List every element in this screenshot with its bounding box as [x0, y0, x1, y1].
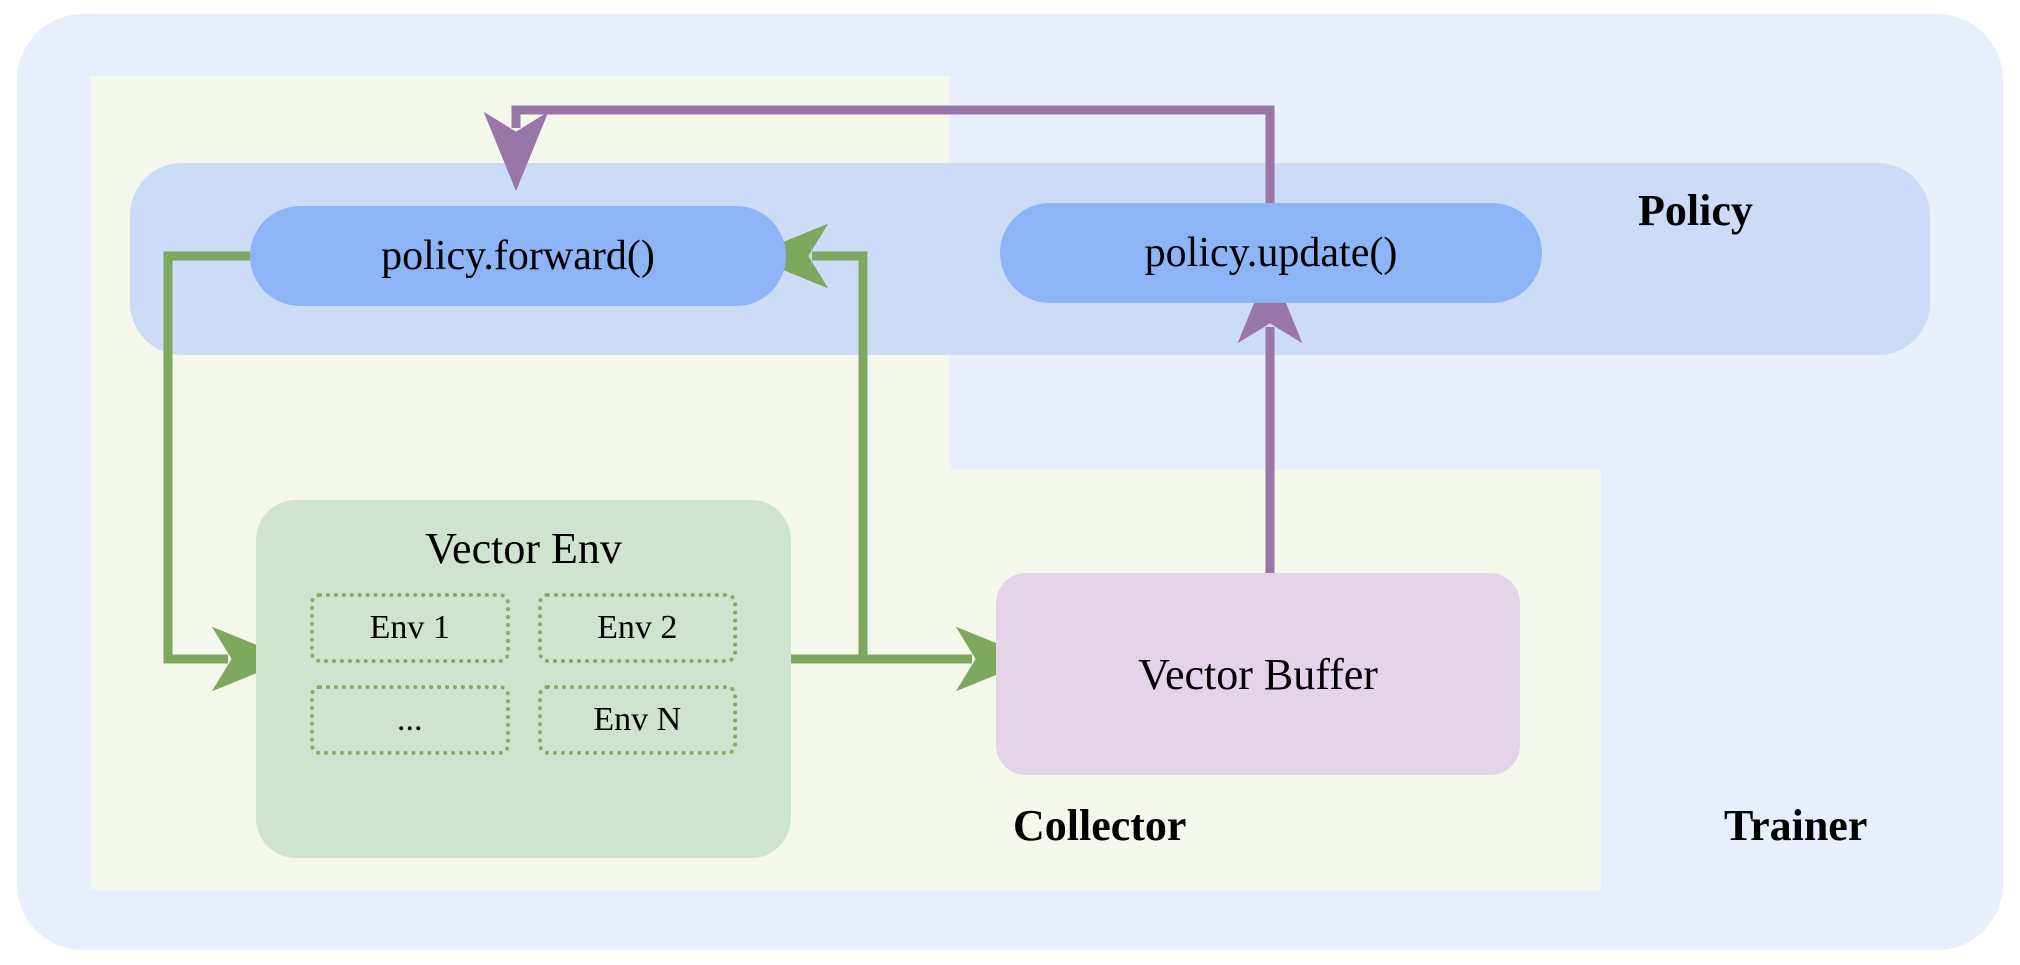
env-cell[interactable]: Env N — [537, 684, 737, 755]
policy-update-label: policy.update() — [1144, 230, 1398, 276]
policy-forward-node[interactable]: policy.forward() — [250, 206, 786, 306]
vector-buffer-label: Vector Buffer — [1138, 649, 1378, 699]
vector-env-label: Vector Env — [425, 524, 622, 573]
env-grid: Env 1 Env 2 ... Env N — [256, 575, 791, 755]
policy-container-label: Policy — [1638, 186, 1753, 235]
env-cell[interactable]: Env 1 — [310, 592, 510, 663]
vector-buffer-node[interactable]: Vector Buffer — [996, 573, 1520, 775]
policy-forward-label: policy.forward() — [381, 233, 655, 279]
vector-env-node[interactable]: Vector Env Env 1 Env 2 ... Env N — [256, 500, 791, 858]
policy-update-node[interactable]: policy.update() — [1000, 203, 1542, 303]
env-cell[interactable]: Env 2 — [537, 592, 737, 663]
trainer-container-label: Trainer — [1724, 801, 1868, 850]
collector-container-label: Collector — [1013, 801, 1187, 850]
env-cell[interactable]: ... — [310, 684, 510, 755]
